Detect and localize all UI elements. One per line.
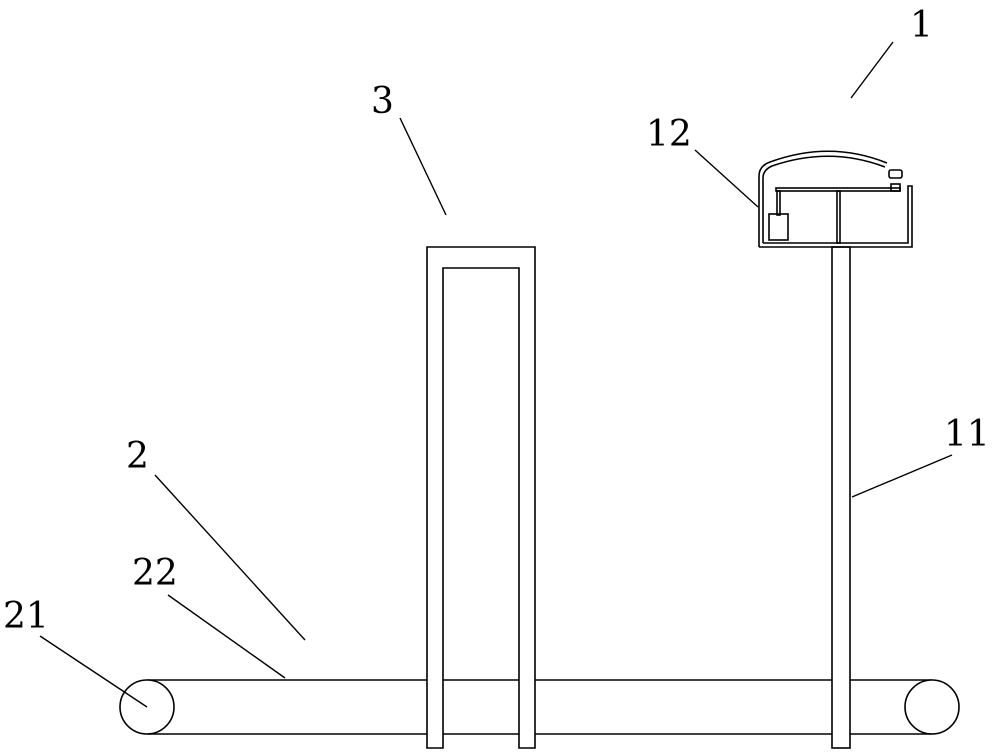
label-spray-unit: 12 bbox=[646, 114, 692, 155]
leader-lines bbox=[39, 41, 953, 708]
spray-tube bbox=[758, 150, 888, 247]
label-pole: 11 bbox=[944, 414, 990, 455]
roller-right bbox=[904, 679, 960, 735]
label-belt: 22 bbox=[132, 553, 178, 594]
gantry-frame bbox=[426, 246, 536, 749]
spray-unit bbox=[758, 150, 913, 248]
nozzle-icon bbox=[888, 169, 903, 179]
support-pole bbox=[831, 246, 851, 749]
divider bbox=[836, 190, 841, 244]
pump-box bbox=[768, 213, 789, 241]
label-frame: 3 bbox=[371, 81, 394, 122]
label-conveyor: 2 bbox=[126, 436, 149, 477]
label-roller: 21 bbox=[3, 596, 49, 637]
label-device: 1 bbox=[910, 5, 933, 46]
